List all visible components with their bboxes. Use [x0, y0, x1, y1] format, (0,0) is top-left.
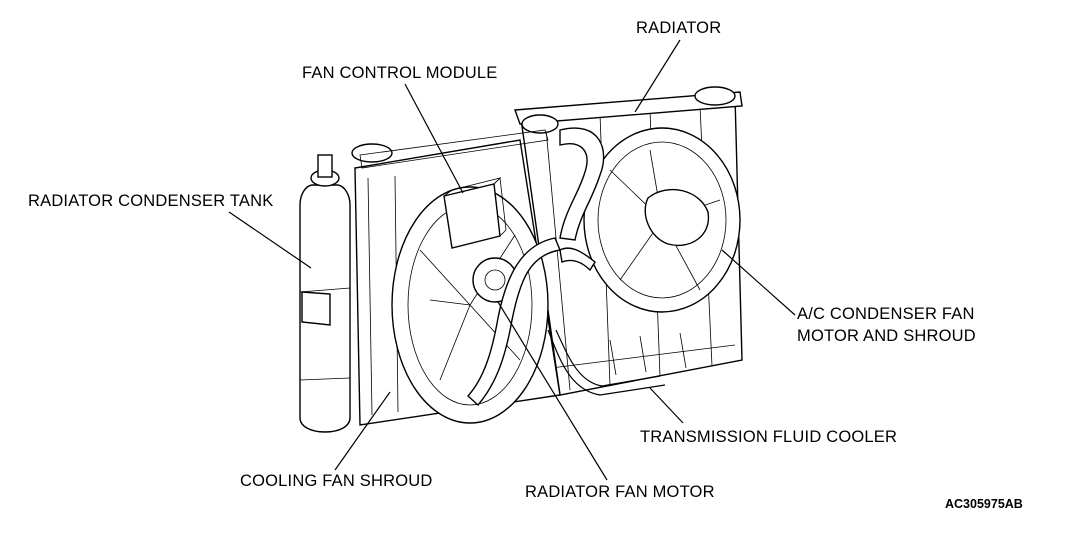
leader-fan-control-module: [404, 83, 464, 194]
leader-radiator: [634, 39, 681, 113]
label-fan-control-module: FAN CONTROL MODULE: [302, 64, 498, 82]
leader-transmission-cooler: [649, 387, 684, 424]
leader-cooling-fan-shroud: [334, 391, 391, 471]
label-cooling-fan-shroud: COOLING FAN SHROUD: [240, 472, 433, 490]
figure-code: AC305975AB: [945, 497, 1023, 511]
label-radiator-fan-motor: RADIATOR FAN MOTOR: [525, 483, 715, 501]
lower-hose: [467, 237, 596, 407]
radiator-top-tank: [351, 86, 743, 163]
fan-control-module-graphic: [443, 177, 507, 249]
leader-condenser-tank: [228, 211, 312, 269]
label-transmission-fluid-cooler: TRANSMISSION FLUID COOLER: [640, 428, 898, 446]
transmission-cooler-lines: [547, 329, 687, 396]
leader-radiator-fan-motor: [497, 301, 608, 481]
leader-lines: [228, 39, 796, 481]
label-ac-condenser-fan-line1: A/C CONDENSER FAN: [797, 305, 975, 323]
label-radiator: RADIATOR: [636, 19, 722, 37]
upper-hose: [559, 127, 605, 241]
label-ac-condenser-fan-line2: MOTOR AND SHROUD: [797, 327, 976, 345]
ac-condenser-fan-graphic: [583, 127, 741, 313]
condenser-tank-graphic: [299, 154, 351, 433]
label-radiator-condenser-tank: RADIATOR CONDENSER TANK: [28, 192, 274, 210]
leader-ac-condenser-fan: [721, 249, 796, 316]
